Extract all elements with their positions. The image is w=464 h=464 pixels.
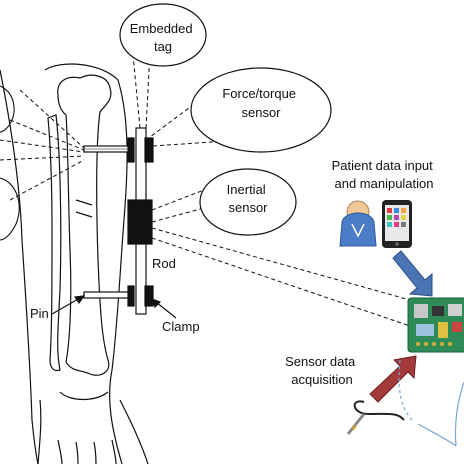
rod-label: Rod [152, 256, 176, 271]
pin-pointer-arrow [51, 295, 86, 315]
clamp-label: Clamp [162, 319, 200, 334]
leg-outline [0, 63, 128, 464]
sensor-probe-icon [346, 400, 405, 435]
blue-arrow [392, 250, 433, 297]
dashed-connectors [0, 43, 411, 327]
fixator-rod [127, 127, 154, 315]
foot-outline [37, 391, 149, 464]
patient-data-label: Patient data input and manipulation [332, 158, 437, 191]
blue-curves [417, 381, 464, 447]
force-torque-sensor-label: Force/torque sensor [222, 86, 299, 120]
person-icon [339, 200, 377, 247]
smartphone-icon [382, 200, 412, 248]
left-callout-ellipses [0, 85, 20, 241]
sensor-data-label: Sensor data acquisition [285, 354, 359, 387]
inertial-sensor-label: Inertial sensor [227, 182, 270, 215]
blue-dashed-curves [398, 359, 413, 421]
tibia-bone [47, 74, 112, 376]
callout-ellipses [119, 3, 332, 236]
clamp-pointer-arrow [150, 297, 177, 319]
pin-label: Pin [30, 306, 49, 321]
pins [83, 145, 129, 299]
embedded-tag-label: Embedded tag [130, 21, 197, 54]
red-arrow [369, 355, 417, 403]
circuit-board-icon [407, 297, 464, 353]
